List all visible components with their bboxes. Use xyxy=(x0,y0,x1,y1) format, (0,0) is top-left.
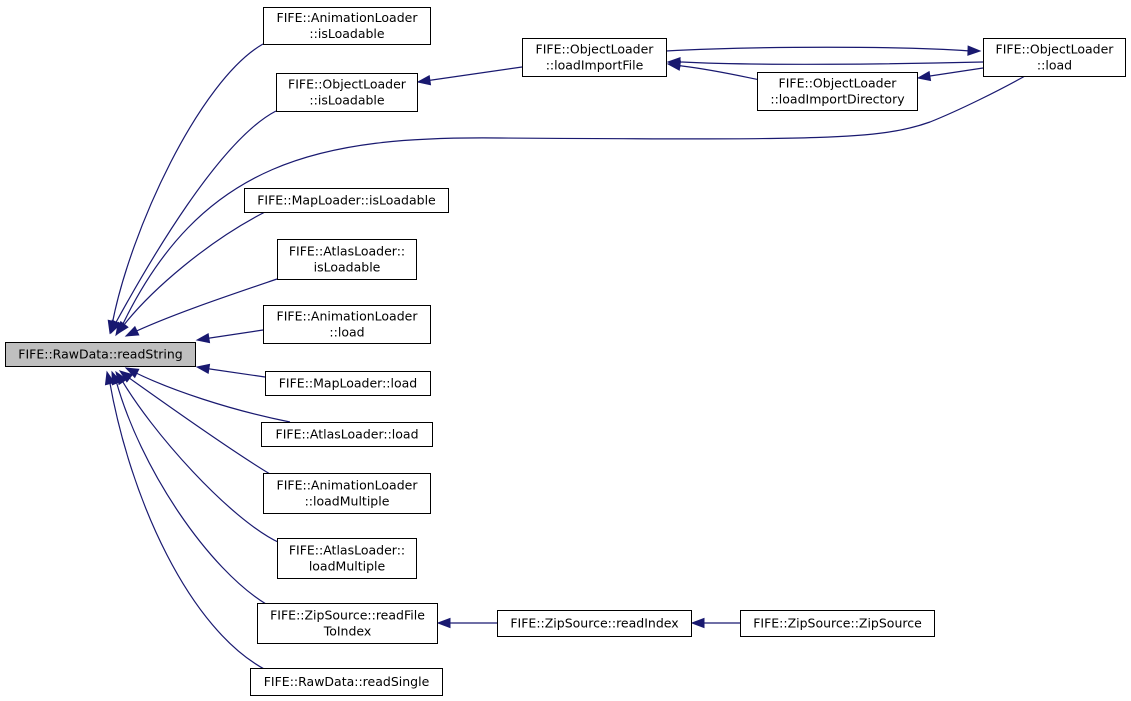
node-label: ::load xyxy=(329,325,364,340)
edge-obj_load-to-obj_loadImportFile xyxy=(681,61,984,65)
node-label: FIFE::ObjectLoader xyxy=(779,76,898,91)
node-raw-readSingle[interactable]: FIFE::RawData::readSingle xyxy=(250,668,443,696)
node-box xyxy=(276,73,418,112)
arrowhead-atlas_isLoadable-to-raw_readString xyxy=(124,325,140,337)
edge-connector xyxy=(113,321,117,327)
edges-layer xyxy=(104,43,1026,671)
edge-connector xyxy=(129,330,138,335)
edge-obj_load-to-obj_loadImportDirectory xyxy=(929,67,984,77)
node-box xyxy=(263,305,431,344)
node-box xyxy=(257,603,438,644)
edge-atlas_loadMultiple-to-raw_readString xyxy=(119,376,281,544)
node-anim-load[interactable]: FIFE::AnimationLoader::load xyxy=(263,305,431,344)
node-zip-readIndex[interactable]: FIFE::ZipSource::readIndex xyxy=(497,610,692,637)
arrowhead-zip_ZipSource-to-zip_readIndex xyxy=(690,617,705,629)
node-label: ToIndex xyxy=(323,624,372,639)
node-label: FIFE::RawData::readString xyxy=(18,347,182,362)
node-obj-loadImportDirectory[interactable]: FIFE::ObjectLoader::loadImportDirectory xyxy=(757,72,918,111)
node-label: ::loadImportDirectory xyxy=(770,92,905,107)
node-box xyxy=(757,72,918,111)
edge-raw_readSingle-to-raw_readString xyxy=(108,377,267,671)
node-label: FIFE::RawData::readSingle xyxy=(264,674,430,689)
node-label: isLoadable xyxy=(314,260,381,275)
edge-obj_isLoadable-to-raw_readString xyxy=(113,110,277,327)
node-label: FIFE::ObjectLoader xyxy=(536,42,655,57)
arrowhead-raw_readSingle-to-raw_readString xyxy=(104,370,116,386)
node-atlas-load[interactable]: FIFE::AtlasLoader::load xyxy=(261,422,433,447)
node-label: FIFE::ObjectLoader xyxy=(996,42,1115,57)
edge-obj_load-to-raw_readString xyxy=(119,75,1026,331)
node-box xyxy=(263,473,431,514)
node-atlas-isLoadable[interactable]: FIFE::AtlasLoader::isLoadable xyxy=(277,239,417,280)
node-box xyxy=(740,610,935,637)
node-label: ::loadImportFile xyxy=(546,58,644,73)
node-map-isLoadable[interactable]: FIFE::MapLoader::isLoadable xyxy=(244,188,449,213)
node-label: ::isLoadable xyxy=(309,93,384,108)
node-box xyxy=(522,38,667,77)
edge-anim_load-to-raw_readString xyxy=(209,329,264,339)
node-box xyxy=(261,422,433,447)
node-box xyxy=(5,342,196,367)
node-label: FIFE::ObjectLoader xyxy=(288,77,407,92)
node-label: ::loadMultiple xyxy=(305,494,390,509)
node-label: FIFE::AnimationLoader xyxy=(277,10,419,25)
node-anim-loadMultiple[interactable]: FIFE::AnimationLoader::loadMultiple xyxy=(263,473,431,514)
edge-atlas_load-to-raw_readString xyxy=(131,370,291,423)
node-box xyxy=(265,371,431,396)
node-label: FIFE::AnimationLoader xyxy=(277,478,419,493)
nodes-layer: FIFE::RawData::readStringFIFE::Animation… xyxy=(5,7,1126,696)
edge-connector xyxy=(108,377,111,384)
arrowhead-obj_load-to-obj_loadImportDirectory xyxy=(916,70,932,82)
edge-obj_loadImportDirectory-to-obj_loadImportFile xyxy=(681,65,766,82)
node-label: FIFE::ZipSource::readFile xyxy=(270,608,425,623)
node-label: FIFE::ZipSource::readIndex xyxy=(510,616,678,631)
arrowhead-anim_load-to-raw_readString xyxy=(195,332,211,344)
edge-connector xyxy=(119,324,125,331)
edge-anim_loadMultiple-to-raw_readString xyxy=(124,374,271,475)
node-box xyxy=(250,668,443,696)
edge-map_isLoadable-to-raw_readString xyxy=(119,211,266,331)
node-label: FIFE::AnimationLoader xyxy=(277,309,419,324)
node-label: FIFE::MapLoader::load xyxy=(279,376,418,391)
node-obj-loadImportFile[interactable]: FIFE::ObjectLoader::loadImportFile xyxy=(522,38,667,77)
edge-zip_readFileToIndex-to-raw_readString xyxy=(114,376,267,605)
node-label: FIFE::ZipSource::ZipSource xyxy=(753,616,922,631)
edge-connector xyxy=(114,376,118,384)
arrowhead-zip_readIndex-to-zip_readFileToIndex xyxy=(436,617,451,629)
node-atlas-loadMultiple[interactable]: FIFE::AtlasLoader::loadMultiple xyxy=(277,538,417,579)
node-obj-isLoadable[interactable]: FIFE::ObjectLoader::isLoadable xyxy=(276,73,418,112)
edge-obj_loadImportFile-to-obj_load xyxy=(665,46,971,52)
node-map-load[interactable]: FIFE::MapLoader::load xyxy=(265,371,431,396)
node-box xyxy=(244,188,449,213)
edge-connector xyxy=(131,370,138,374)
node-raw-readString[interactable]: FIFE::RawData::readString xyxy=(5,342,196,367)
edge-connector xyxy=(124,374,130,379)
arrowhead-map_load-to-raw_readString xyxy=(195,363,211,375)
node-label: FIFE::AtlasLoader::load xyxy=(276,427,419,442)
node-label: FIFE::AtlasLoader:: xyxy=(289,244,405,259)
edge-connector xyxy=(119,376,124,383)
node-zip-ZipSource[interactable]: FIFE::ZipSource::ZipSource xyxy=(740,610,935,637)
node-box xyxy=(497,610,692,637)
node-obj-load[interactable]: FIFE::ObjectLoader::load xyxy=(983,38,1126,77)
arrowhead-obj_loadImportFile-to-obj_isLoadable xyxy=(416,75,432,86)
edge-map_load-to-raw_readString xyxy=(209,368,266,378)
node-box xyxy=(277,538,417,579)
edge-obj_loadImportFile-to-obj_isLoadable xyxy=(431,66,523,81)
node-box xyxy=(263,7,431,45)
node-box xyxy=(277,239,417,280)
node-label: ::isLoadable xyxy=(309,26,384,41)
node-label: FIFE::MapLoader::isLoadable xyxy=(257,193,436,208)
edge-anim_isLoadable-to-raw_readString xyxy=(111,43,264,326)
node-anim-isLoadable[interactable]: FIFE::AnimationLoader::isLoadable xyxy=(263,7,431,45)
edge-atlas_isLoadable-to-raw_readString xyxy=(129,278,278,335)
node-label: FIFE::AtlasLoader:: xyxy=(289,543,405,558)
node-label: loadMultiple xyxy=(309,559,386,574)
node-label: ::load xyxy=(1037,58,1072,73)
node-box xyxy=(983,38,1126,77)
